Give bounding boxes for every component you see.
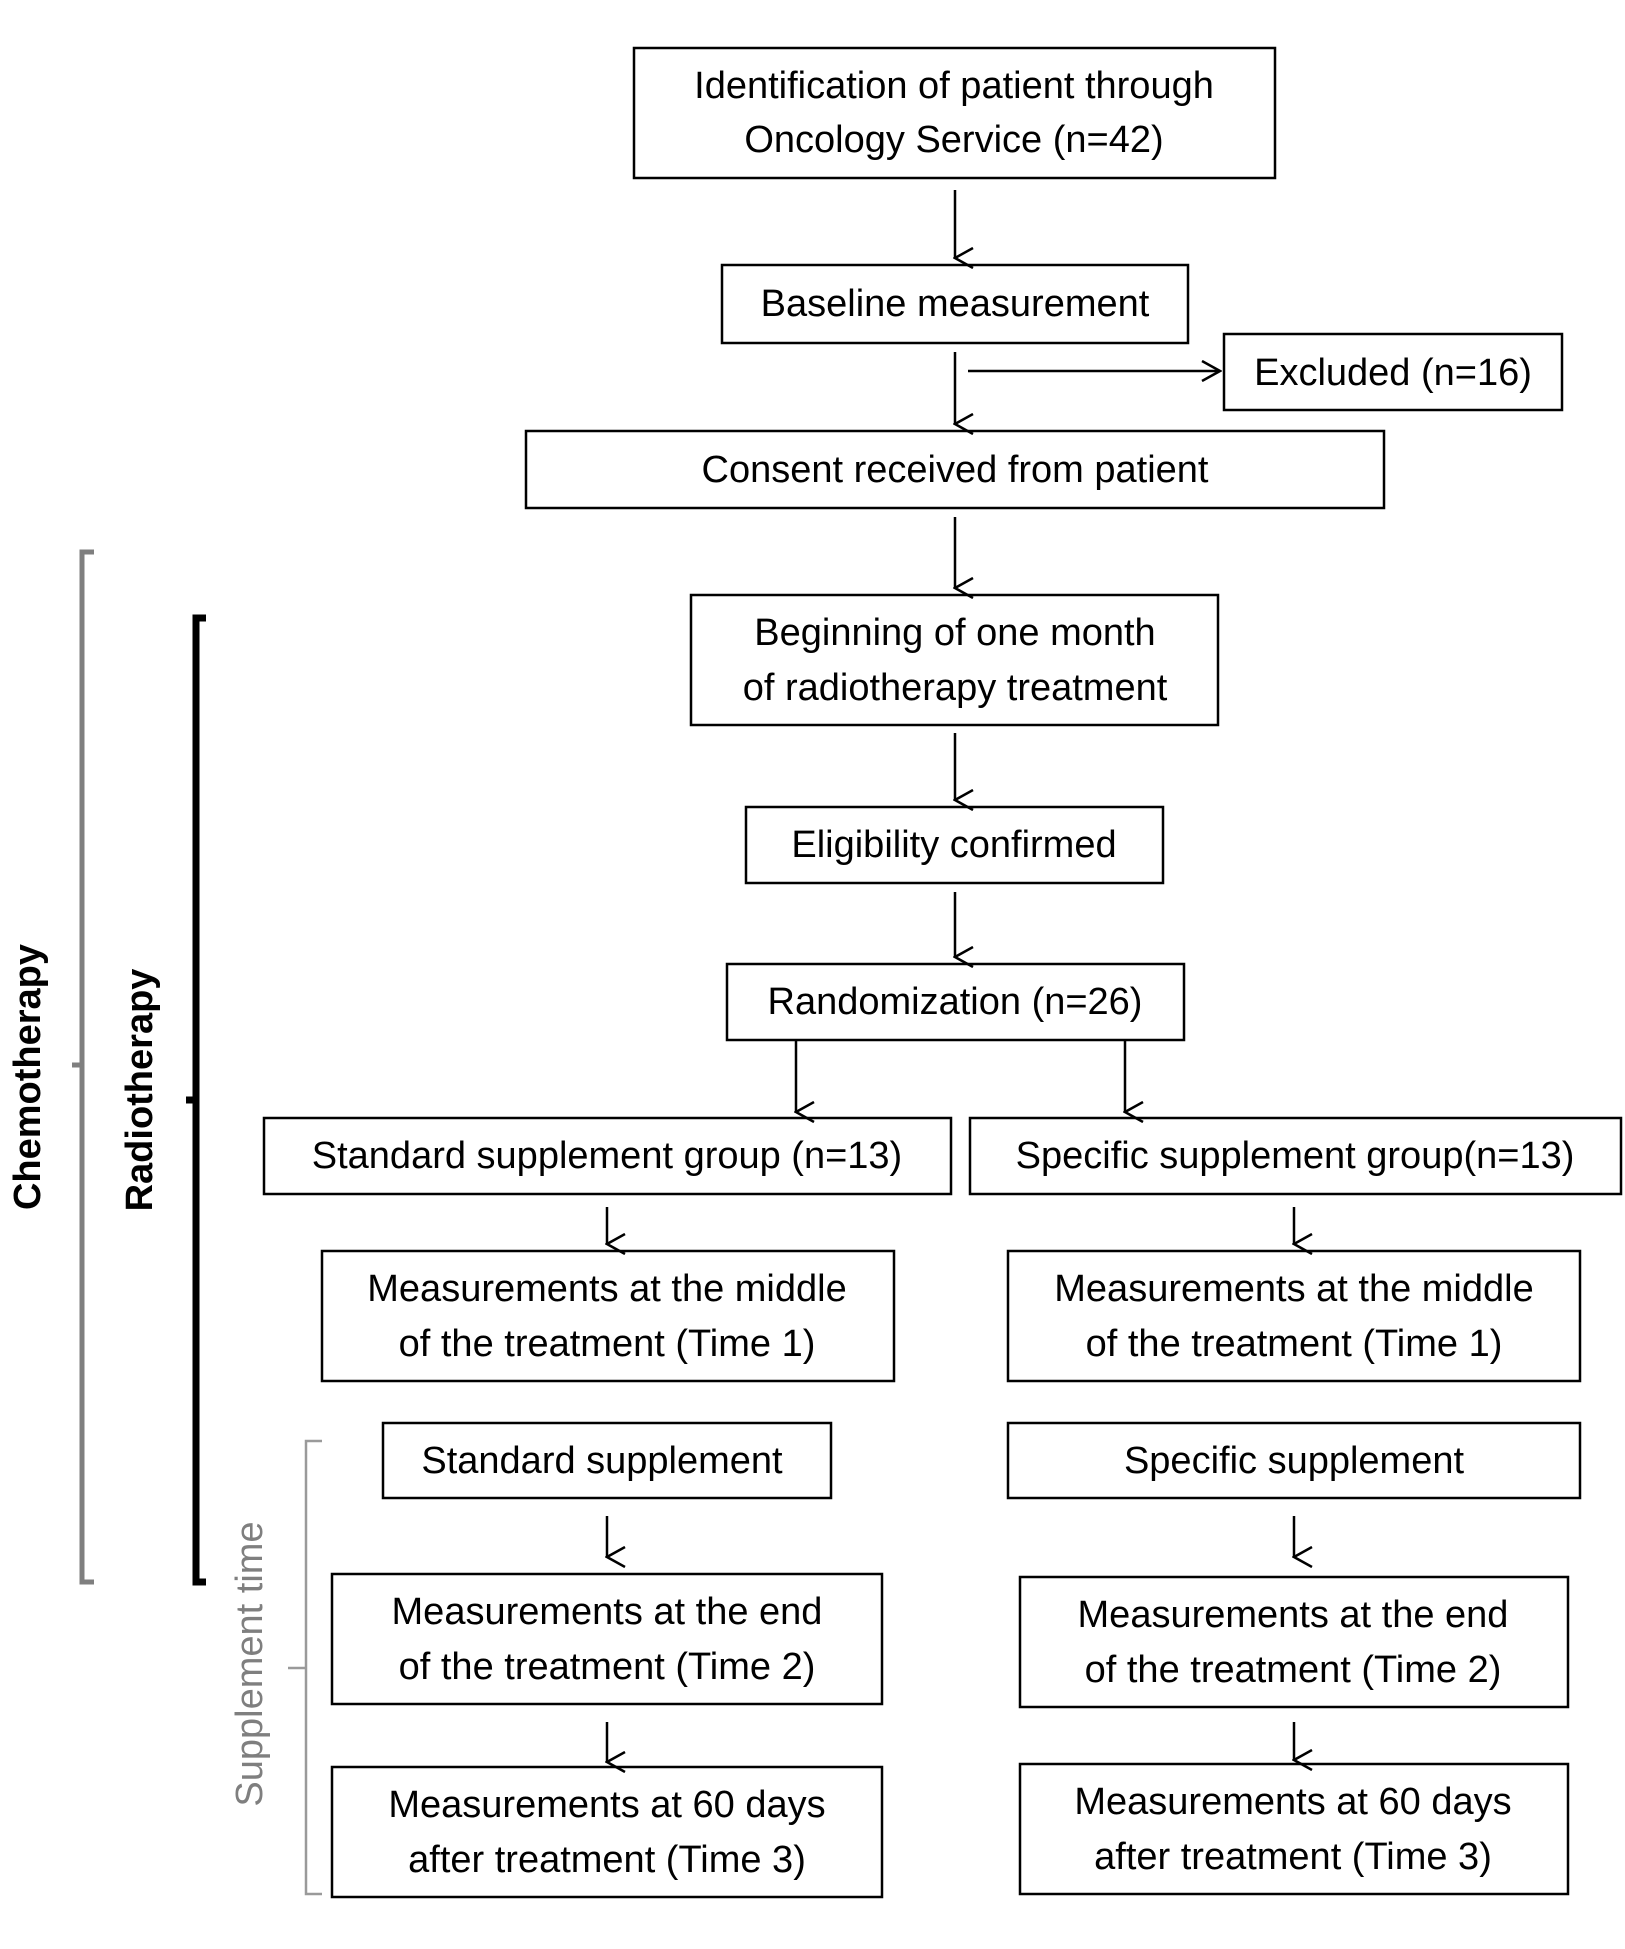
chemotherapy-bracket xyxy=(72,549,94,1585)
box-specific-time2: Measurements at the end of the treatment… xyxy=(1018,1575,1570,1709)
radiotherapy-label: Radiotherapy xyxy=(119,969,161,1212)
box-specific-group: Specific supplement group(n=13) xyxy=(968,1116,1623,1196)
box-beginning: Beginning of one month of radiotherapy t… xyxy=(689,593,1220,727)
box-eligibility: Eligibility confirmed xyxy=(744,805,1165,885)
box-baseline: Baseline measurement xyxy=(720,263,1190,345)
standard-time3-line-2: after treatment (Time 3) xyxy=(408,1839,806,1881)
identification-line-1: Identification of patient through xyxy=(694,65,1214,107)
box-consent: Consent received from patient xyxy=(524,429,1386,510)
standard-group-label: Standard supplement group (n=13) xyxy=(312,1135,902,1177)
chemotherapy-label: Chemotherapy xyxy=(7,944,49,1210)
box-excluded: Excluded (n=16) xyxy=(1222,332,1564,412)
beginning-line-1: Beginning of one month xyxy=(754,612,1155,654)
eligibility-label: Eligibility confirmed xyxy=(791,824,1116,866)
randomization-label: Randomization (n=26) xyxy=(768,981,1143,1023)
specific-time2-line-2: of the treatment (Time 2) xyxy=(1085,1649,1502,1691)
box-identification: Identification of patient through Oncolo… xyxy=(632,46,1277,180)
standard-time2-line-1: Measurements at the end xyxy=(392,1591,823,1633)
supplement-time-label: Supplement time xyxy=(229,1521,271,1806)
specific-supplement-label: Specific supplement xyxy=(1124,1440,1465,1482)
standard-time1-line-1: Measurements at the middle xyxy=(367,1268,846,1310)
standard-time2-line-2: of the treatment (Time 2) xyxy=(399,1646,816,1688)
supplement-time-bracket xyxy=(288,1439,322,1896)
box-specific-supplement: Specific supplement xyxy=(1006,1421,1582,1500)
box-standard-group: Standard supplement group (n=13) xyxy=(262,1116,953,1196)
specific-time2-line-1: Measurements at the end xyxy=(1078,1594,1509,1636)
consent-label: Consent received from patient xyxy=(702,449,1209,491)
box-randomization: Randomization (n=26) xyxy=(725,962,1186,1042)
box-standard-supplement: Standard supplement xyxy=(381,1421,833,1500)
identification-line-2: Oncology Service (n=42) xyxy=(744,119,1163,161)
box-specific-time3: Measurements at 60 days after treatment … xyxy=(1018,1762,1570,1896)
arrows xyxy=(607,190,1294,1762)
specific-time3-line-1: Measurements at 60 days xyxy=(1074,1781,1511,1823)
box-standard-time1: Measurements at the middle of the treatm… xyxy=(320,1249,896,1383)
specific-time1-line-2: of the treatment (Time 1) xyxy=(1086,1323,1503,1365)
standard-time3-line-1: Measurements at 60 days xyxy=(388,1784,825,1826)
box-standard-time2: Measurements at the end of the treatment… xyxy=(330,1572,884,1706)
box-specific-time1: Measurements at the middle of the treatm… xyxy=(1006,1249,1582,1383)
baseline-label: Baseline measurement xyxy=(761,283,1150,325)
specific-time1-line-1: Measurements at the middle xyxy=(1054,1268,1533,1310)
standard-supplement-label: Standard supplement xyxy=(421,1440,783,1482)
radiotherapy-bracket xyxy=(186,614,206,1586)
specific-time3-line-2: after treatment (Time 3) xyxy=(1094,1836,1492,1878)
standard-time1-line-2: of the treatment (Time 1) xyxy=(399,1323,816,1365)
beginning-line-2: of radiotherapy treatment xyxy=(743,667,1168,709)
box-standard-time3: Measurements at 60 days after treatment … xyxy=(330,1765,884,1899)
excluded-label: Excluded (n=16) xyxy=(1254,352,1532,394)
specific-group-label: Specific supplement group(n=13) xyxy=(1016,1135,1575,1177)
